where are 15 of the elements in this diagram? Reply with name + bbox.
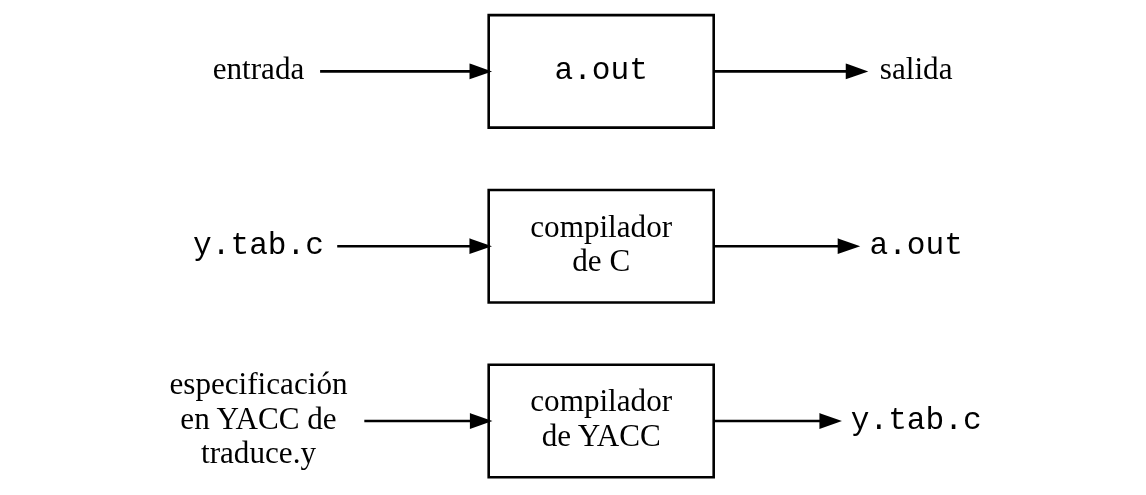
node-text: salida — [879, 51, 953, 87]
node-box: compilador de YACC — [486, 363, 715, 479]
node-text: especificación en YACC de traduce.y — [168, 366, 348, 471]
node-text: a.out — [868, 227, 963, 263]
arrow — [713, 413, 842, 429]
node-text: y.tab.c — [192, 227, 324, 263]
arrow — [336, 238, 492, 255]
arrow — [713, 63, 868, 80]
arrow — [713, 238, 860, 255]
arrow — [319, 63, 492, 80]
node-box: a.out — [486, 13, 715, 129]
arrow — [363, 413, 492, 429]
node-box: compilador de C — [486, 188, 715, 304]
node-text: y.tab.c — [850, 402, 982, 438]
node-text: entrada — [212, 51, 304, 87]
